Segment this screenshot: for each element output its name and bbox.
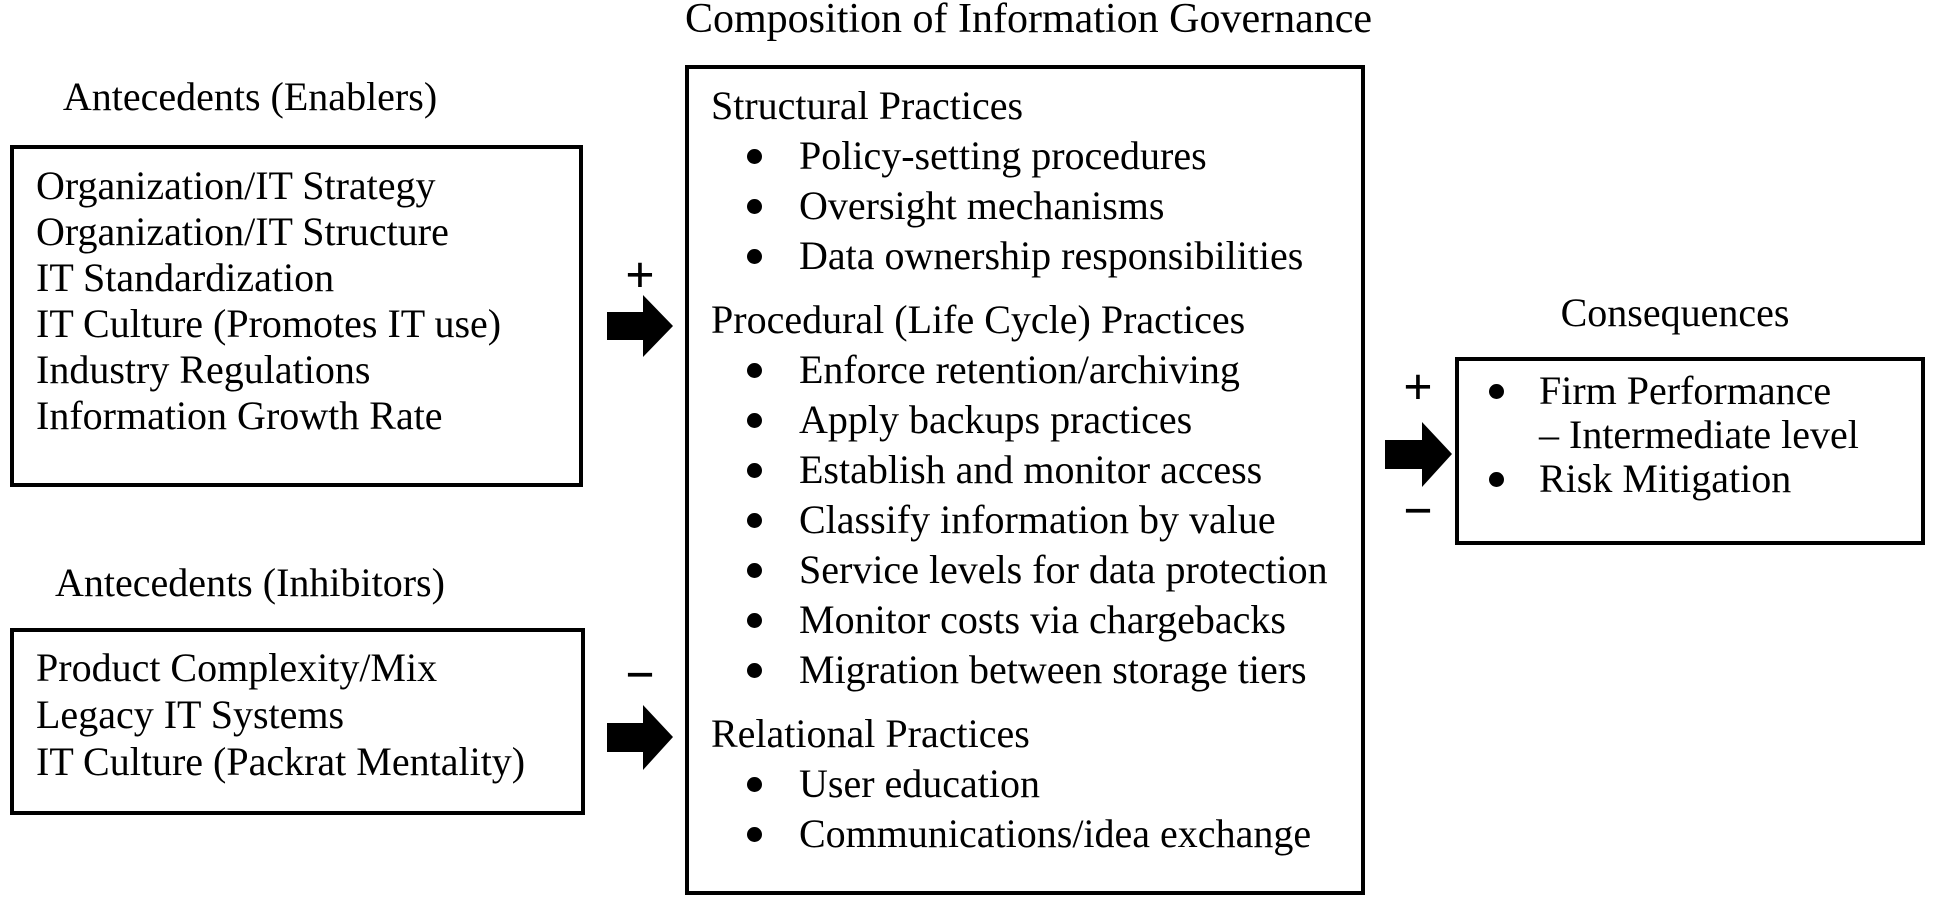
enabler-item: IT Standardization [36,255,335,300]
bullet-icon [747,663,762,678]
governance-bullet: Migration between storage tiers [711,645,1357,695]
inhibitors-arrow-icon [607,705,673,770]
bullet-icon [747,463,762,478]
section-heading-relational: Relational Practices [711,711,1030,756]
outcome-arrow-icon [1385,422,1452,487]
bullet-icon [1489,384,1504,399]
enabler-item: Organization/IT Strategy [36,163,436,208]
inhibitor-item: IT Culture (Packrat Mentality) [36,739,526,784]
bullet-icon [747,249,762,264]
governance-bullet: Policy-setting procedures [711,131,1357,181]
enabler-item: Organization/IT Structure [36,209,449,254]
governance-bullet: Classify information by value [711,495,1357,545]
bullet-icon [747,199,762,214]
consequence-line: – Intermediate level [1539,412,1859,457]
enablers-plus-sign: + [625,247,655,304]
governance-bullet: Data ownership responsibilities [711,231,1357,281]
enabler-item: Information Growth Rate [36,393,443,438]
bullet-icon [747,149,762,164]
inhibitors-heading: Antecedents (Inhibitors) [55,560,445,605]
inhibitors-minus-sign: − [625,647,655,704]
outcome-plus-sign: + [1403,359,1433,416]
bullet-icon [747,363,762,378]
inhibitor-item: Product Complexity/Mix [36,645,438,690]
bullet-icon [747,513,762,528]
consequence-item: Risk Mitigation [1459,457,1921,501]
governance-bullet: Monitor costs via chargebacks [711,595,1357,645]
bullet-icon [747,827,762,842]
bullet-icon [747,413,762,428]
governance-bullet: Apply backups practices [711,395,1357,445]
enabler-item: IT Culture (Promotes IT use) [36,301,502,346]
governance-bullet: User education [711,759,1357,809]
inhibitor-item: Legacy IT Systems [36,692,345,737]
section-heading-structural: Structural Practices [711,83,1024,128]
consequences-box: Firm Performance – Intermediate level Ri… [1455,357,1925,545]
governance-bullet: Establish and monitor access [711,445,1357,495]
consequence-line: Risk Mitigation [1539,456,1792,501]
governance-box: Structural Practices Policy-setting proc… [685,65,1365,895]
governance-bullet: Enforce retention/archiving [711,345,1357,395]
section-heading-procedural: Procedural (Life Cycle) Practices [711,297,1246,342]
consequences-heading: Consequences [1560,290,1790,335]
consequence-item: Firm Performance – Intermediate level [1459,369,1921,457]
enablers-box: Organization/IT Strategy Organization/IT… [10,145,583,487]
inhibitors-box: Product Complexity/Mix Legacy IT Systems… [10,628,585,815]
enablers-heading: Antecedents (Enablers) [62,74,438,119]
enablers-arrow-icon [607,295,673,357]
governance-bullet: Communications/idea exchange [711,809,1357,859]
bullet-icon [747,613,762,628]
bullet-icon [1489,472,1504,487]
outcome-minus-sign: − [1403,483,1433,540]
consequence-line: Firm Performance [1539,368,1832,413]
governance-bullet: Oversight mechanisms [711,181,1357,231]
governance-bullet: Service levels for data protection [711,545,1357,595]
enabler-item: Industry Regulations [36,347,371,392]
bullet-icon [747,563,762,578]
bullet-icon [747,777,762,792]
diagram-title: Composition of Information Governance [685,0,1373,42]
